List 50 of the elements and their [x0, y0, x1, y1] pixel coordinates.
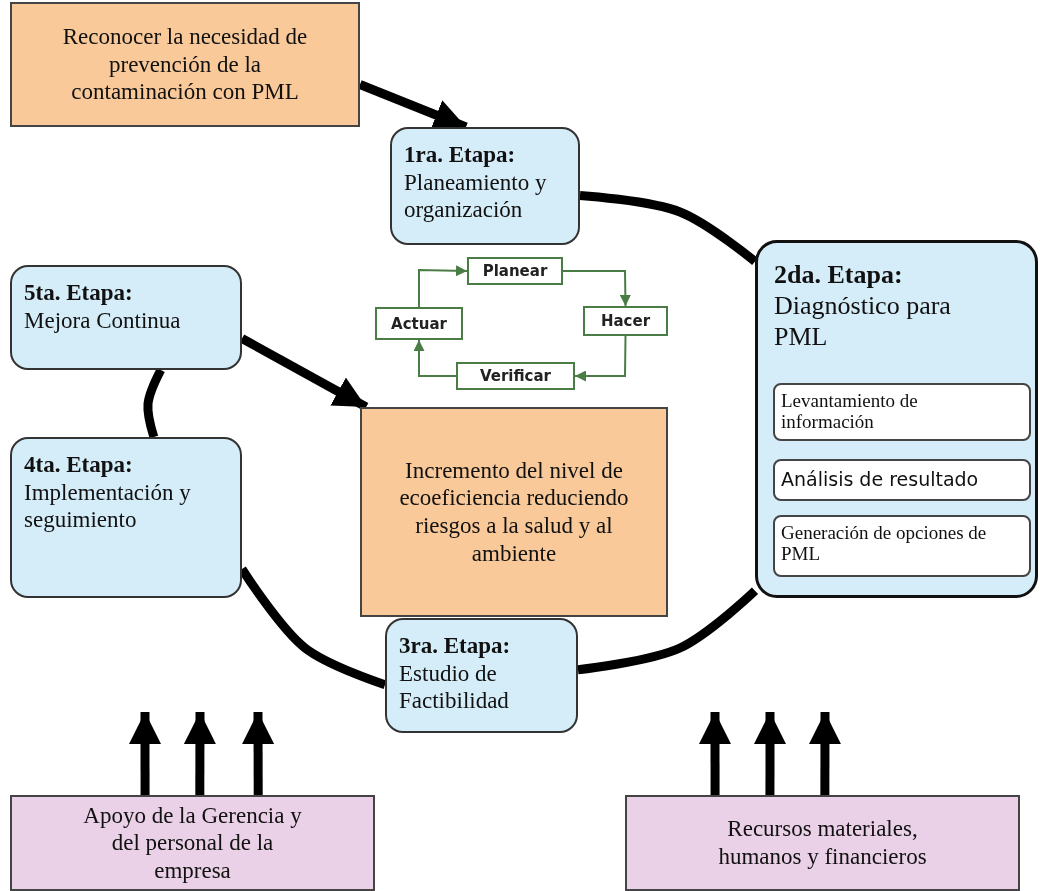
arrow — [574, 335, 627, 382]
arrow — [129, 712, 161, 795]
stage-box — [10, 437, 242, 598]
cycle-step-box — [375, 307, 463, 340]
support-box — [625, 795, 1020, 891]
arrow — [183, 712, 216, 795]
stage-box — [390, 127, 580, 245]
arrow — [242, 712, 275, 795]
arrow — [808, 712, 841, 795]
stage-heading: 1ra. Etapa: — [404, 141, 517, 169]
connector-line — [577, 587, 759, 675]
support-box — [10, 795, 375, 891]
stage-description: Mejora Continua — [24, 306, 182, 335]
arrow — [413, 339, 457, 377]
cycle-step-box — [456, 362, 575, 390]
box-text: Planear — [482, 262, 548, 280]
box-text: Actuar — [391, 314, 447, 333]
stage-description: Diagnóstico para PML — [774, 290, 952, 353]
stage-heading: 4ta. Etapa: — [24, 451, 134, 479]
connector-line — [143, 368, 165, 439]
box-text: Apoyo de la Gerencia y del personal de la empresa — [82, 801, 303, 885]
outcome-box — [360, 407, 668, 617]
box-text: Incremento del nivel de ecoeficiencia reduciendo riesgos a la salud y al ambiente — [398, 456, 630, 568]
cycle-step-box — [583, 306, 668, 336]
box-text: Levantamiento de información — [781, 391, 919, 433]
box-text: Generación de opciones de PML — [781, 523, 988, 565]
stage-box — [755, 240, 1038, 598]
arrow — [418, 265, 468, 308]
arrow — [562, 270, 631, 307]
stage-description: Estudio de Factibilidad — [399, 659, 510, 715]
box-text: Recursos materiales, humanos y financieros — [717, 815, 928, 871]
arrow — [754, 712, 786, 795]
stage-box — [385, 618, 578, 733]
box-text: Reconocer la necesidad de prevención de la contaminación con PML — [61, 23, 309, 106]
stage-heading: 2da. Etapa: — [774, 259, 904, 291]
outcome-box — [10, 2, 360, 127]
connector-line — [579, 190, 758, 265]
box-text: Verificar — [480, 367, 551, 385]
cycle-step-box — [467, 257, 563, 285]
box-text: Análisis de resultado — [781, 469, 980, 490]
step-box — [773, 459, 1031, 501]
stage-description: Planeamiento y organización — [404, 168, 548, 224]
step-box — [773, 383, 1031, 441]
stage-description: Implementación y seguimiento — [24, 478, 192, 534]
stage-heading: 5ta. Etapa: — [24, 279, 134, 307]
stage-box — [10, 265, 242, 370]
arrow — [699, 712, 731, 795]
box-text: Hacer — [600, 312, 651, 330]
stage-heading: 3ra. Etapa: — [399, 632, 512, 660]
step-box — [773, 515, 1031, 577]
